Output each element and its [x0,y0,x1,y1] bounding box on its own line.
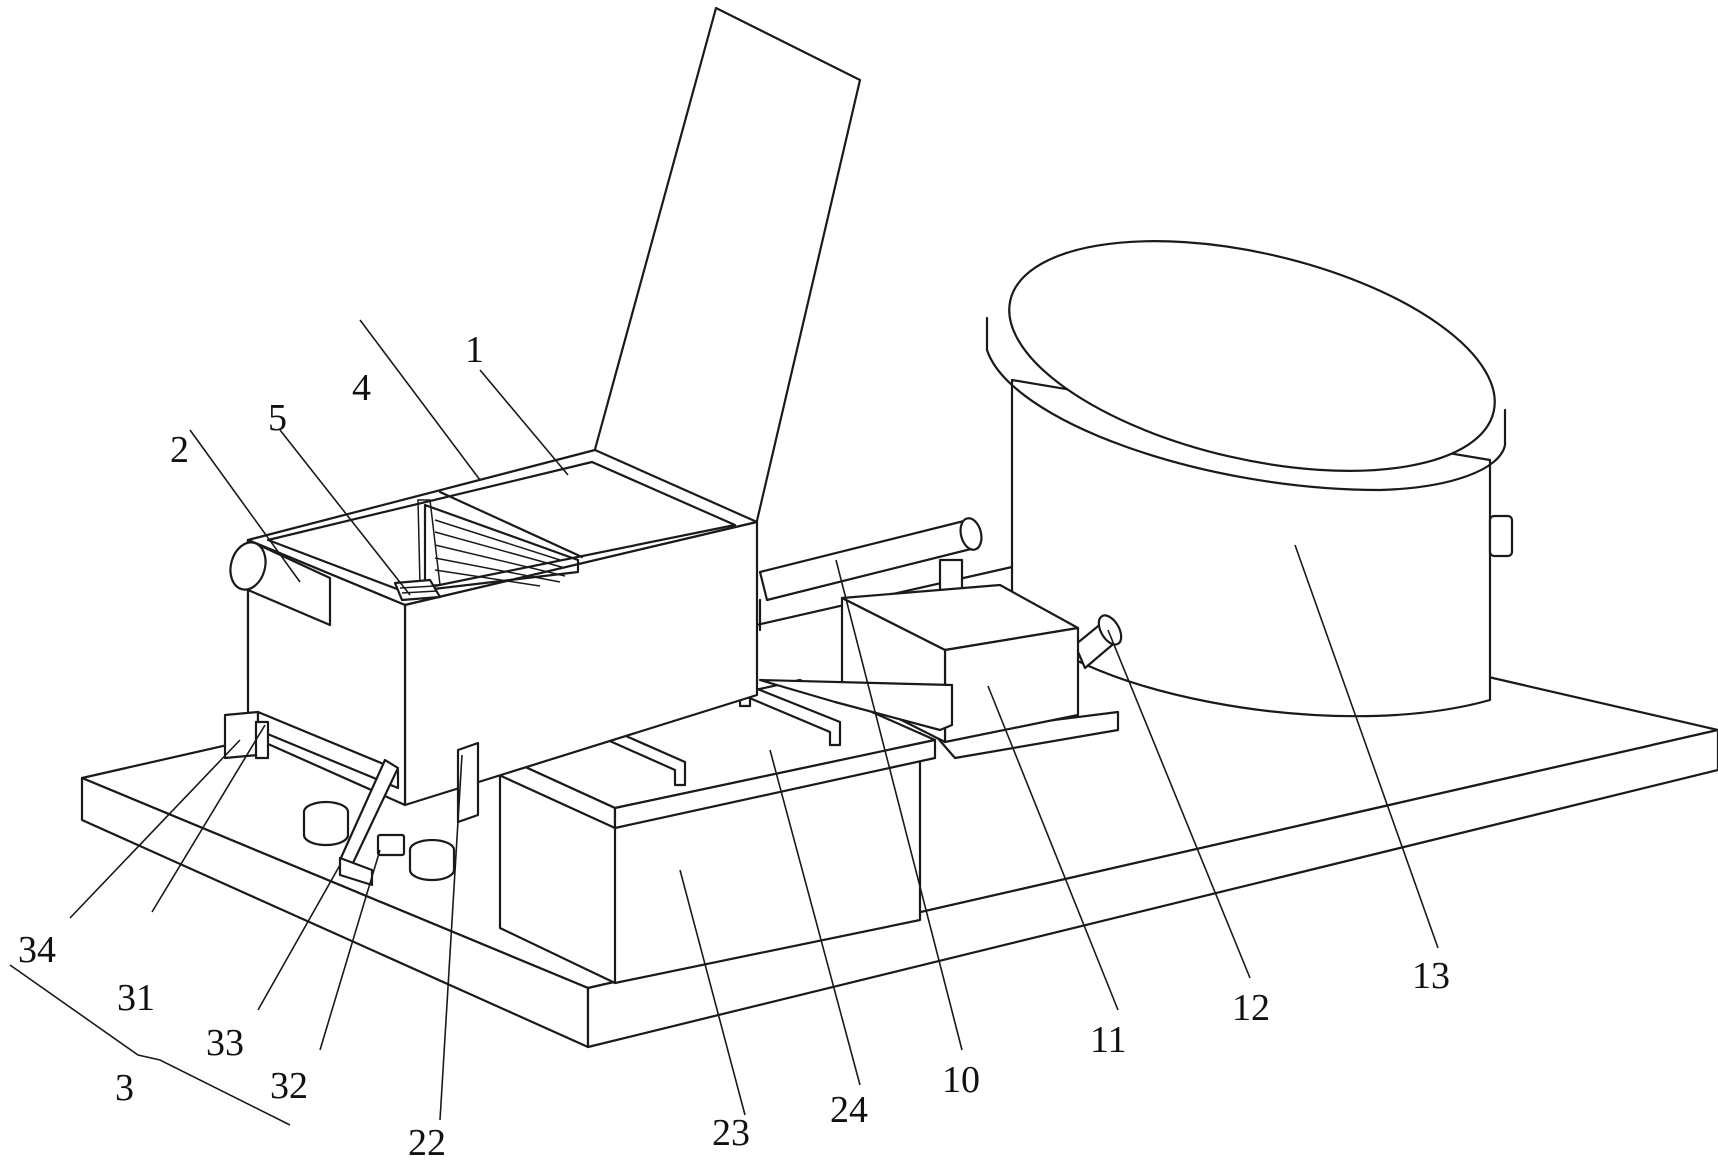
leader-lines [9,319,1439,1126]
label-13: 13 [1412,955,1450,997]
inlet-pipe-2 [229,538,332,627]
label-32: 32 [270,1065,308,1107]
label-10: 10 [942,1059,980,1101]
label-11: 11 [1090,1019,1127,1061]
callout-labels: 1 2 3 4 5 10 11 12 13 22 23 24 31 32 33 … [18,329,1450,1164]
label-5: 5 [268,397,287,439]
label-22: 22 [408,1122,446,1164]
label-23: 23 [712,1112,750,1154]
label-1: 1 [465,329,484,371]
label-2: 2 [170,429,189,471]
pipe-12 [1073,614,1123,670]
label-12: 12 [1232,987,1270,1029]
lid-24 [486,678,954,830]
label-24: 24 [830,1089,868,1131]
mesh-panel-4 [423,503,580,592]
label-33: 33 [206,1022,244,1064]
label-34: 34 [18,929,56,971]
label-4: 4 [352,367,371,409]
storage-tank-13 [985,240,1514,718]
label-31: 31 [117,977,155,1019]
filter-5 [393,578,442,602]
label-3: 3 [115,1067,134,1109]
bracket-22 [456,741,480,824]
